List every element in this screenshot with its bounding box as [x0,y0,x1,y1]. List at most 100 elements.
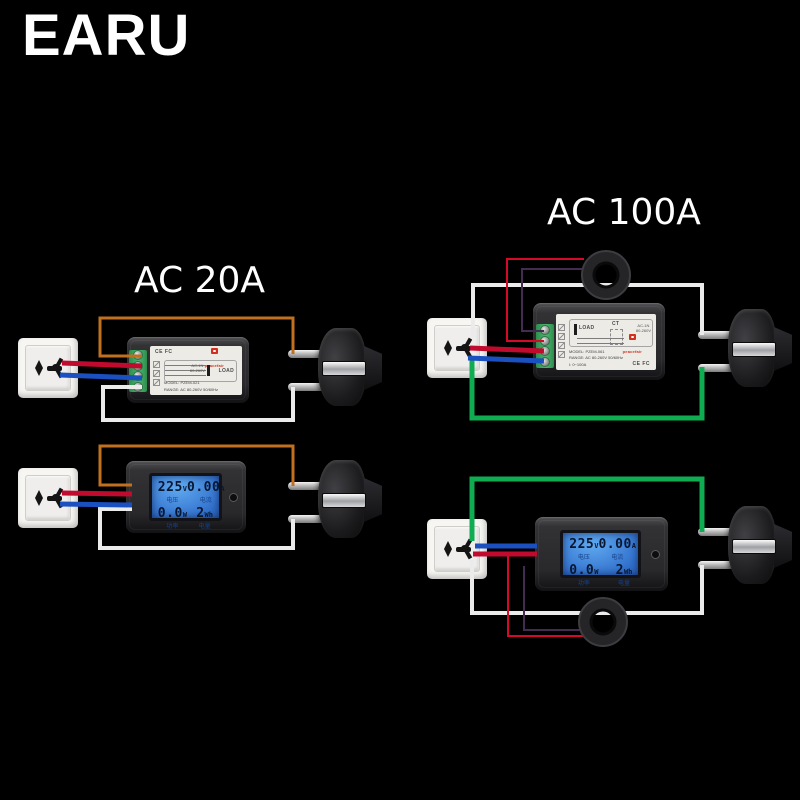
plug-cable-boot [364,346,382,390]
schematic-line [577,343,624,344]
peacefair-flag-icon [210,348,218,354]
load-text: LOAD [579,325,595,331]
meter-back-20a: CE FC peacefair AC-1N 80-260V LOAD MODEL… [127,337,249,403]
meter-front-100a: 225V 电压 0.00A 电流 0.0W 功率 2Wh 电量 [535,517,668,591]
brand-logo: EARU [22,3,191,68]
socket-slot-icon [35,368,43,376]
plug-prong-icon [698,364,734,372]
schematic-line [165,370,206,371]
plug-metal-band [322,493,366,508]
meter-button [229,493,238,503]
plug-prong-icon [288,482,324,490]
meter-rear-label: LOAD CT AC-1N 80-260V MODEL: PZEM-061 RA… [556,314,656,370]
plug-metal-band [732,539,776,554]
ct-ring-bottom [578,597,629,647]
ct-ring-top [581,250,632,300]
lcd-power: 0.0W 功率 [569,562,599,587]
schematic-rating: AC-1N 80-260V [189,363,205,373]
wall-socket-bottom-left [18,468,78,528]
plug-metal-band [732,342,776,357]
schematic-line [165,365,206,366]
socket-slot-icon [35,360,43,368]
label-ac-20a: AC 20A [134,260,266,301]
plug-prong-icon [698,561,734,569]
lcd-row: 0.0W 功率 2Wh 电量 [158,504,213,530]
load-bar-icon [207,365,210,376]
schematic-rating: AC-1N 80-260V [635,323,651,333]
terminal-screw-icon [133,350,143,361]
meter-back-100a: LOAD CT AC-1N 80-260V MODEL: PZEM-061 RA… [533,303,665,380]
power-plug-top-left [288,324,384,410]
socket-faceplate [434,325,480,371]
ct-text: CT [612,321,620,327]
power-plug-bottom-left [288,456,384,542]
hatch-icon [153,379,160,386]
lcd-row: 225V 电压 0.00A 电流 [569,535,636,561]
wall-socket-top-left [18,338,78,398]
plug-prong-icon [288,383,324,391]
lcd-display: 225V 电压 0.00A 电流 0.0W 功率 2Wh 电量 [148,473,225,530]
meter-button [651,550,660,560]
plug-prong-icon [288,350,324,358]
socket-faceplate [434,526,480,572]
ct-ring-bottom-inner-rim [589,608,617,636]
terminal-screw-icon [540,335,550,346]
socket-slot-icon [444,549,452,557]
lcd-energy: 2Wh 电量 [196,506,213,531]
socket-slot-icon [444,541,452,549]
socket-slot-icon [456,545,471,552]
lcd-display: 225V 电压 0.00A 电流 0.0W 功率 2Wh 电量 [560,529,642,587]
lcd-current: 0.00A 电流 [598,536,636,561]
hatch-icon [153,361,160,368]
lcd-voltage: 225V 电压 [157,480,187,505]
plug-cable-boot [774,327,792,371]
socket-slot-icon [47,494,62,501]
terminal-block [536,324,554,368]
power-plug-top-right [698,305,794,391]
wiring-schematic: AC-1N 80-260V LOAD [164,360,237,382]
plug-prong-icon [698,331,734,339]
hatch-icon [558,351,565,358]
ct-ring-top-inner-rim [592,261,620,289]
socket-faceplate [25,475,71,521]
terminal-screw-icon [133,371,143,382]
wall-socket-bottom-right [427,519,487,579]
socket-faceplate [25,345,71,391]
terminal-screw-icon [133,381,143,392]
socket-slot-icon [35,498,43,506]
cert-marks: CE FC [632,361,650,367]
label-ac-100a: AC 100A [547,192,701,233]
plug-cable-boot [364,478,382,522]
lcd-energy: 2Wh 电量 [615,562,633,587]
model-range-text: MODEL: PZEM-021 RANGE: AC 80-260V 50/60H… [164,380,219,392]
terminal-block [129,350,147,392]
terminal-index-hatches [153,361,160,386]
model-range-text: MODEL: PZEM-061 RANGE: AC 80-260V 50/60H… [569,348,624,367]
wall-socket-top-right [427,318,487,378]
socket-slot-icon [35,490,43,498]
meter-front-20a: 225V 电压 0.00A 电流 0.0W 功率 2Wh 电量 [126,461,246,533]
load-text: LOAD [218,368,234,374]
hatch-icon [558,342,565,349]
terminal-screw-icon [133,360,143,371]
plug-metal-band [322,361,366,376]
socket-slot-icon [47,364,62,371]
hatch-icon [153,370,160,377]
socket-slot-icon [444,348,452,356]
cert-marks: CE FC [155,349,173,355]
lcd-power: 0.0W 功率 [157,506,187,531]
socket-slot-icon [444,340,452,348]
hatch-icon [558,324,565,331]
hatch-icon [558,333,565,340]
socket-slot-icon [456,344,471,351]
plug-cable-boot [774,524,792,568]
load-bar-icon [574,324,577,335]
schematic-line [165,375,206,376]
power-plug-bottom-right [698,502,794,588]
lcd-current: 0.00A 电流 [187,480,225,505]
lcd-row: 0.0W 功率 2Wh 电量 [569,561,632,587]
terminal-screw-icon [540,357,550,368]
terminal-screw-icon [540,324,550,335]
